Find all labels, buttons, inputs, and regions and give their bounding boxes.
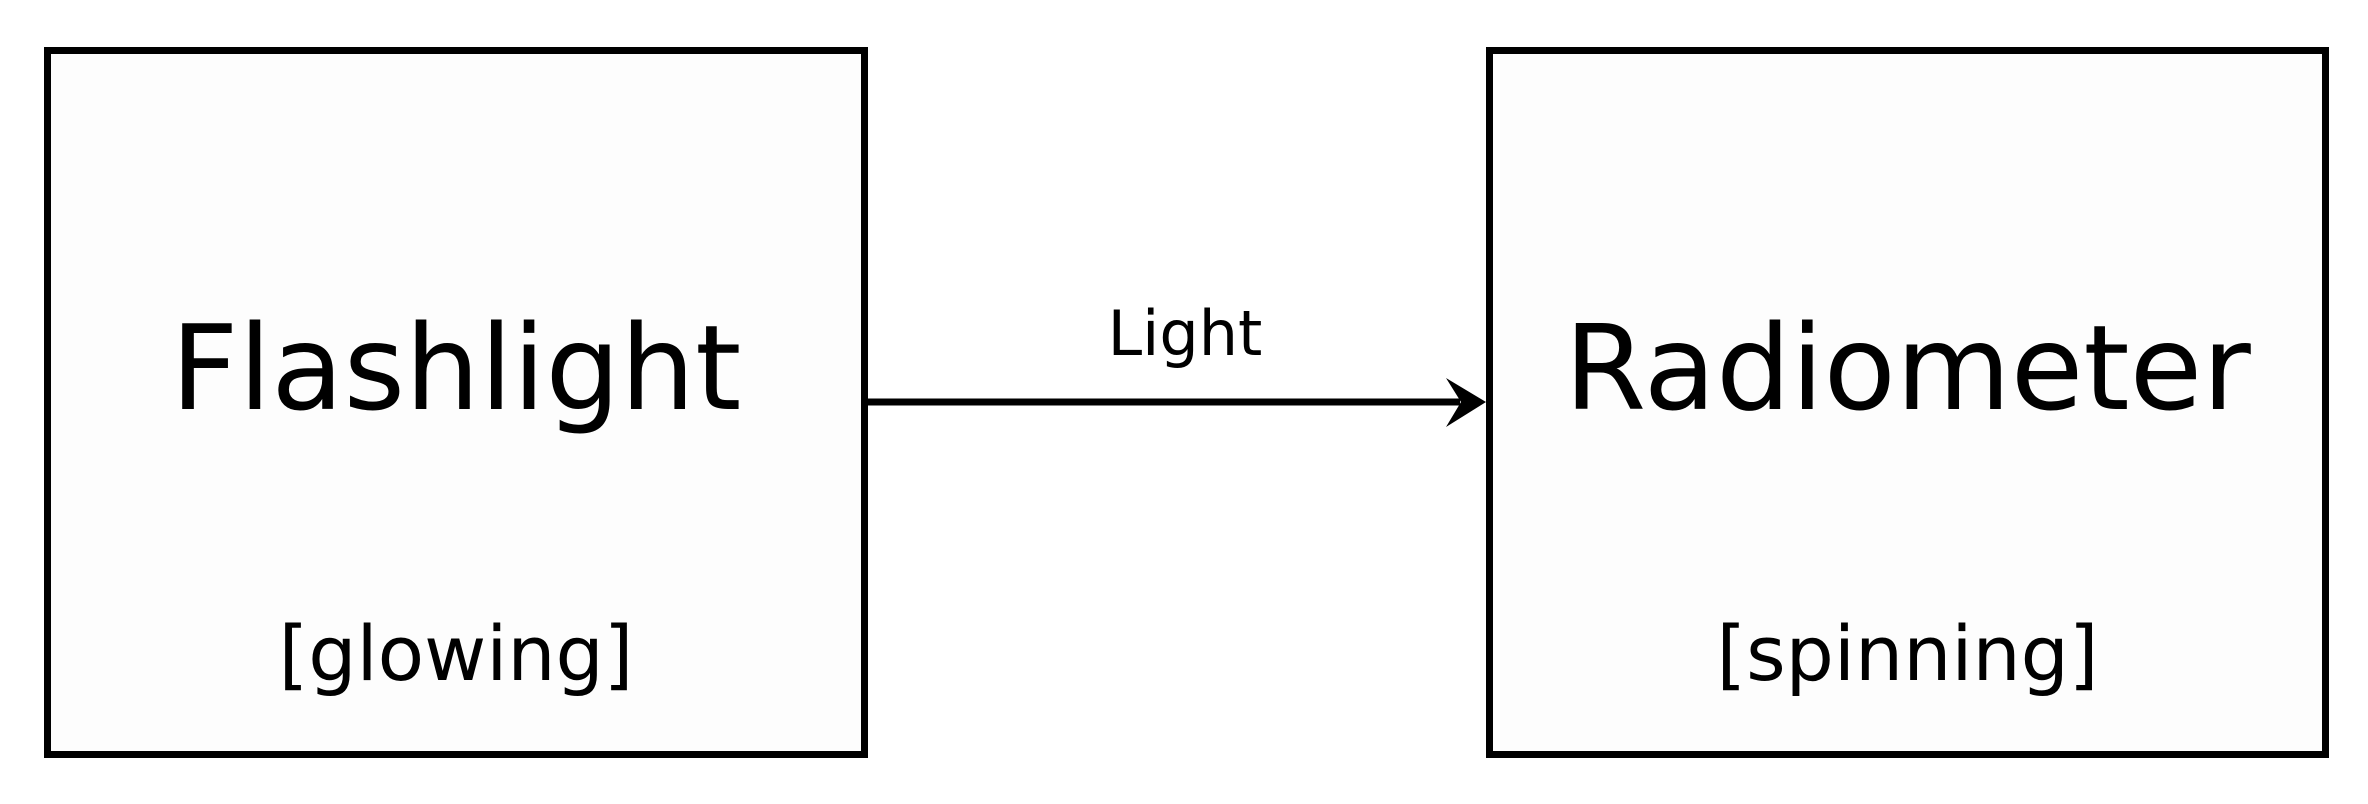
node-radiometer[interactable]: Radiometer [spinning] bbox=[1486, 47, 2329, 758]
arrow-right-icon bbox=[868, 378, 1486, 427]
node-radiometer-title: Radiometer bbox=[1564, 299, 2251, 437]
node-flashlight[interactable]: Flashlight [glowing] bbox=[44, 47, 868, 758]
node-radiometer-state: [spinning] bbox=[1716, 609, 2099, 698]
node-flashlight-title: Flashlight bbox=[170, 299, 742, 437]
node-flashlight-state: [glowing] bbox=[278, 609, 634, 698]
edge-light-arrow bbox=[860, 360, 1500, 450]
edge-label-light: Light bbox=[1107, 297, 1263, 370]
